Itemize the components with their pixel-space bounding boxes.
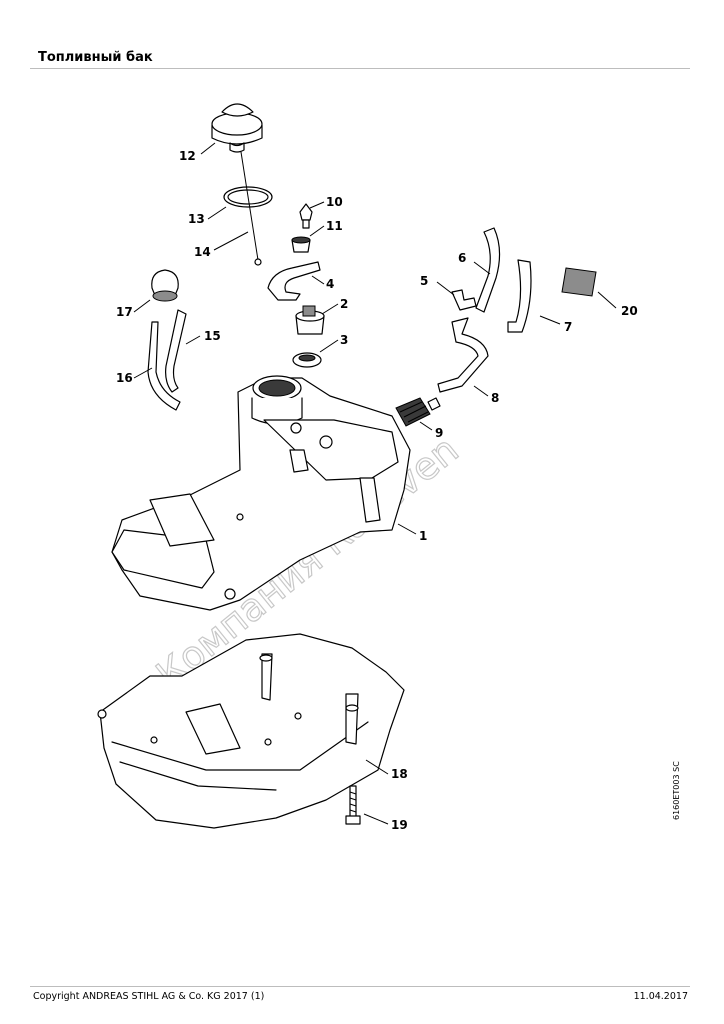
footer-divider: [30, 986, 690, 987]
grommet: [291, 236, 311, 253]
tank-vent-valve: [299, 203, 313, 229]
copyright-text: Copyright ANDREAS STIHL AG & Co. KG 2017…: [33, 991, 265, 1002]
header-divider: [30, 68, 690, 69]
fuel-line: [507, 259, 532, 333]
callout-7: 7: [564, 320, 572, 334]
callout-11: 11: [326, 219, 343, 233]
fuel-cap: [211, 103, 263, 153]
callout-19: 19: [391, 818, 408, 832]
callout-8: 8: [491, 391, 499, 405]
footer-date: 11.04.2017: [633, 991, 688, 1002]
callout-5: 5: [420, 274, 428, 288]
callout-6: 6: [458, 251, 466, 265]
label-plate: [561, 267, 597, 297]
callout-18: 18: [391, 767, 408, 781]
suction-hose: [267, 261, 321, 301]
fuel-filter: [395, 397, 441, 427]
page-title: Топливный бак: [38, 50, 153, 65]
callout-2: 2: [340, 297, 348, 311]
callout-3: 3: [340, 333, 348, 347]
screw: [345, 785, 361, 825]
drawing-code: 6160ET003 SC: [672, 761, 681, 820]
callout-1: 1: [419, 529, 427, 543]
callout-20: 20: [621, 304, 638, 318]
fuel-tank: [111, 375, 411, 611]
callout-9: 9: [435, 426, 443, 440]
elbow-fitting: [451, 289, 477, 311]
grommet-ring: [292, 352, 322, 368]
callout-14: 14: [194, 245, 211, 259]
callout-16: 16: [116, 371, 133, 385]
callout-13: 13: [188, 212, 205, 226]
fuel-hose-15: [165, 309, 187, 393]
fuel-hose-16: [147, 321, 181, 411]
lower-shroud: [97, 633, 405, 829]
callout-17: 17: [116, 305, 133, 319]
callout-4: 4: [326, 277, 334, 291]
purge-pump: [151, 269, 179, 302]
callout-10: 10: [326, 195, 343, 209]
callout-12: 12: [179, 149, 196, 163]
fuel-pickup-fitting: [295, 305, 325, 335]
fuel-hose-8: [437, 317, 489, 393]
callout-15: 15: [204, 329, 221, 343]
retaining-cord: [240, 151, 259, 261]
return-hose: [475, 227, 501, 313]
